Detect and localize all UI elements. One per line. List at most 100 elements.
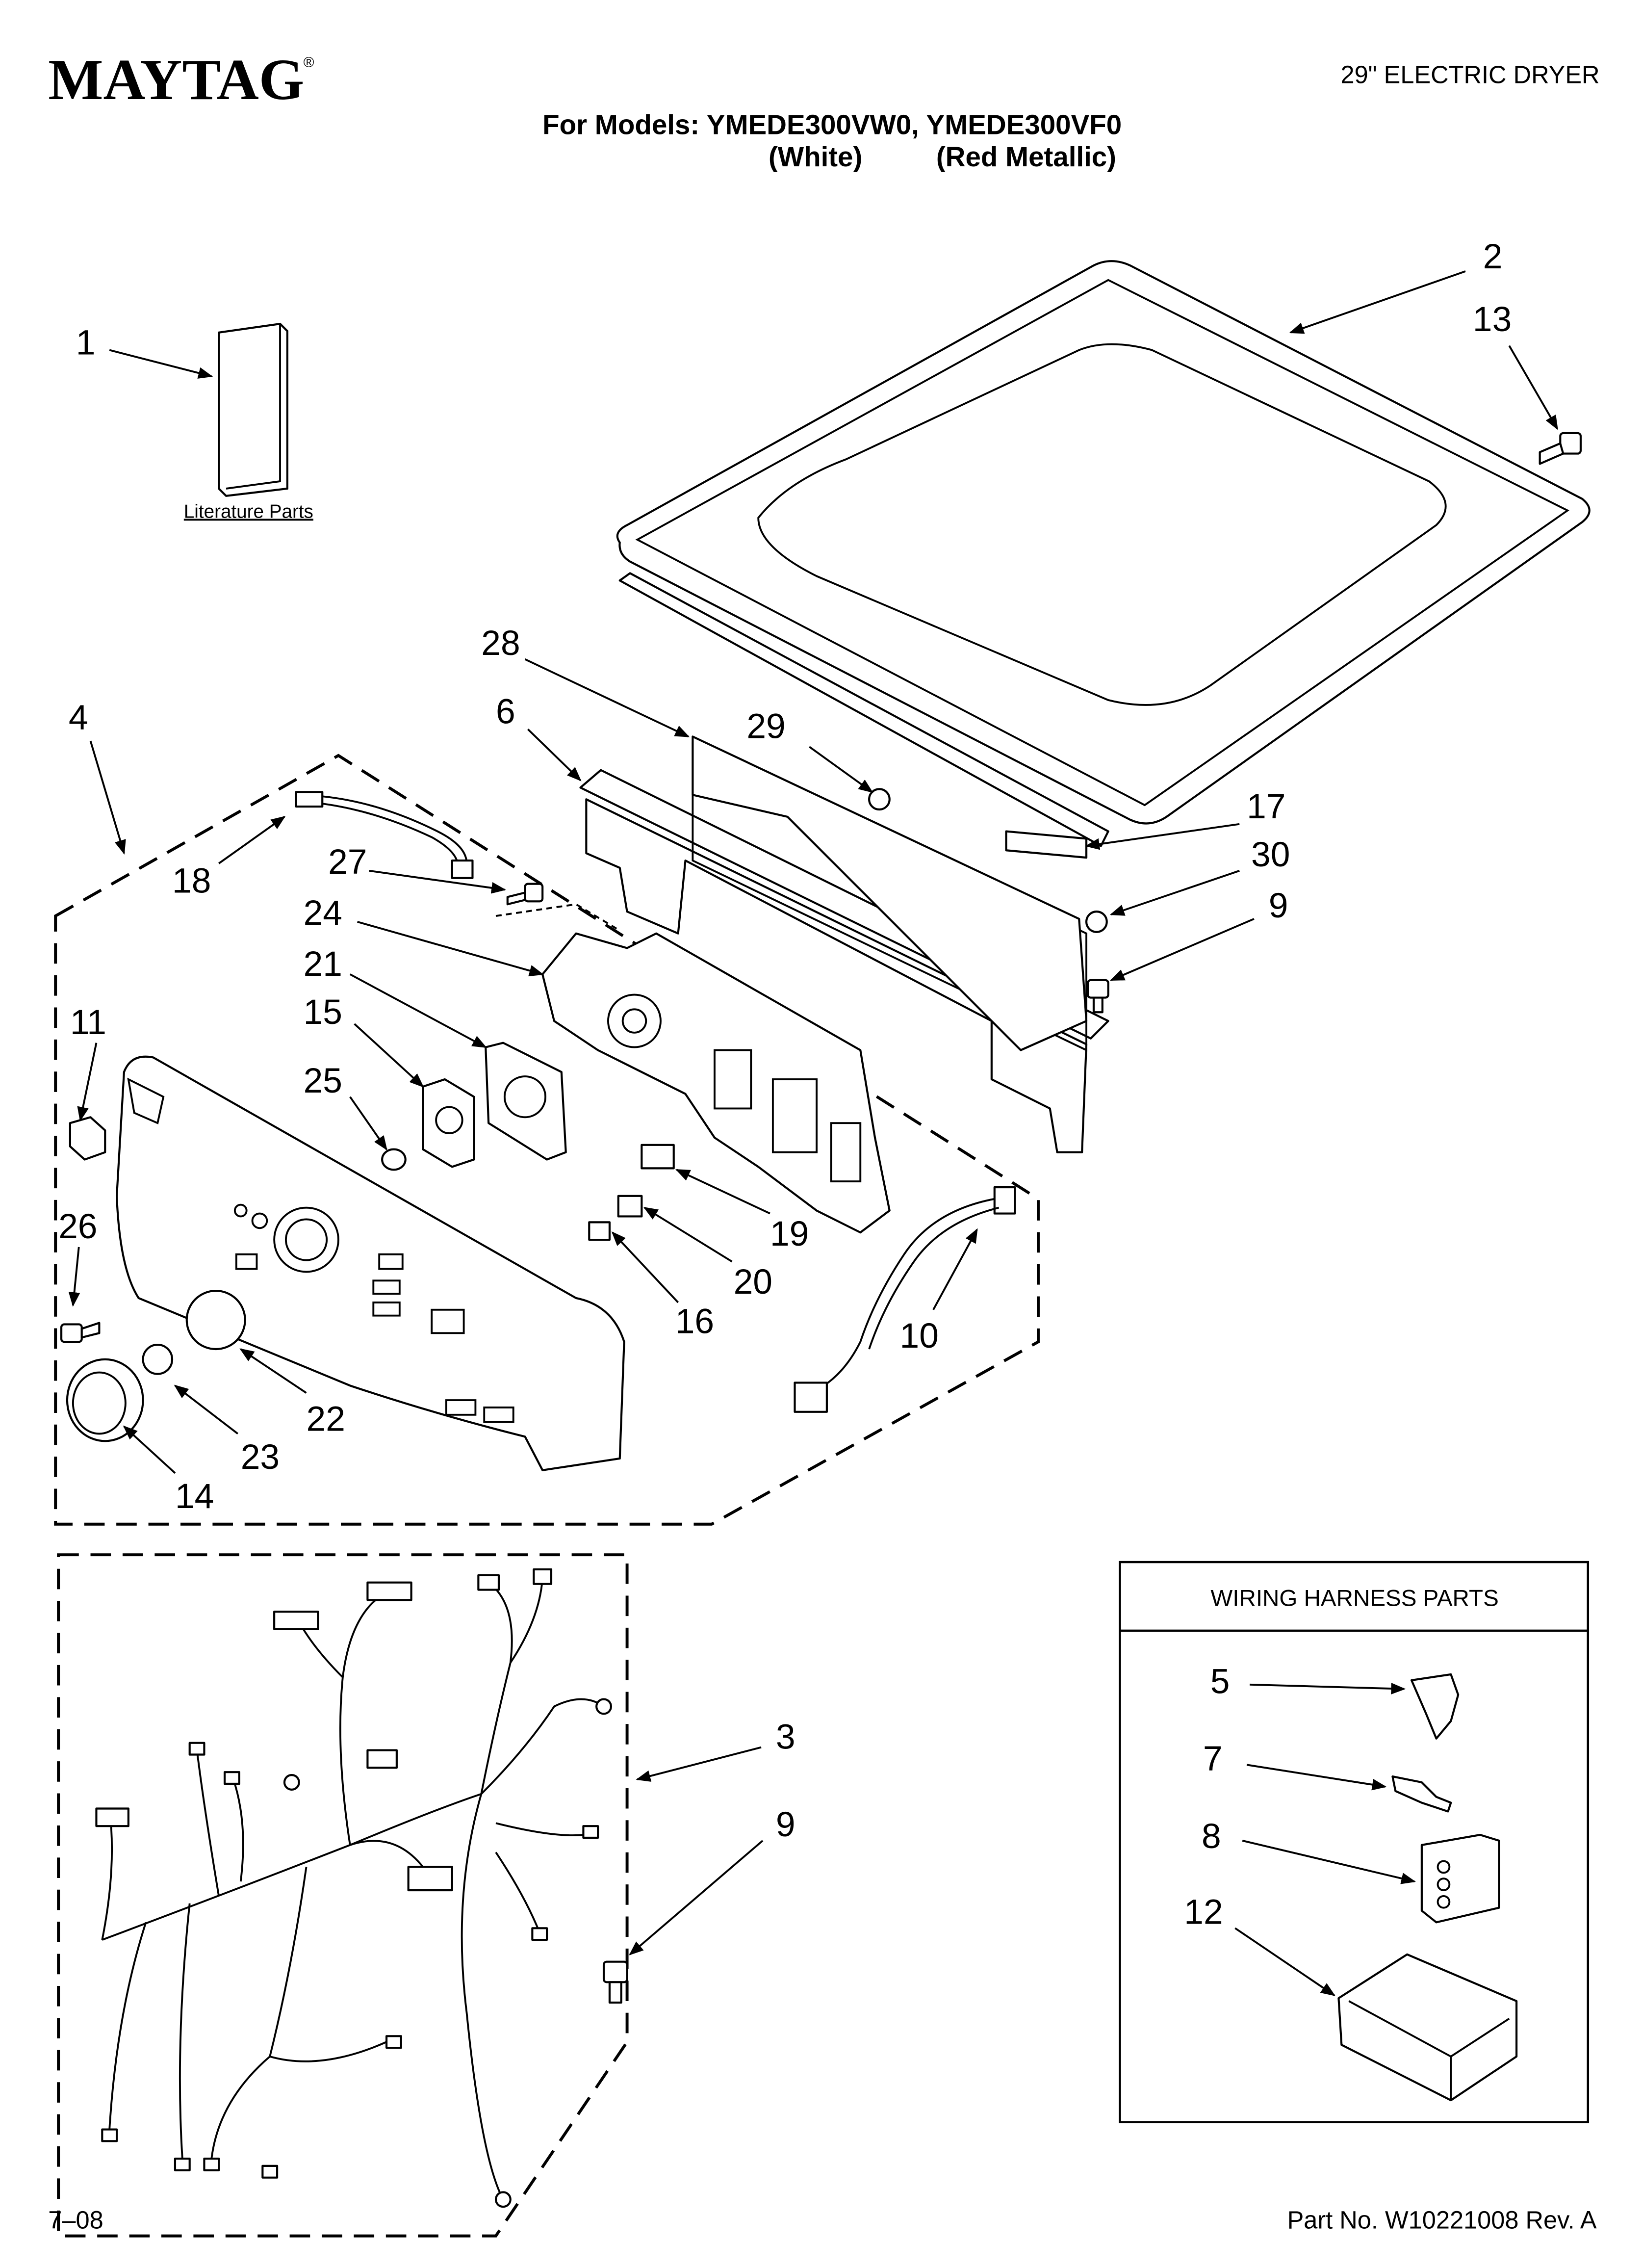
svg-text:29: 29 [746,706,785,746]
svg-text:30: 30 [1251,835,1290,874]
svg-text:6: 6 [496,692,515,731]
screw-26 [60,1322,101,1343]
console-assembly-outline [54,754,1040,1526]
callout-26: 26 [58,1207,97,1307]
svg-text:23: 23 [241,1437,280,1477]
svg-text:17: 17 [1247,787,1285,826]
part-16 [588,1221,611,1241]
callout-11: 11 [70,1003,106,1122]
harness-3-outline [57,1553,629,2238]
brand-logo: MAYTAG [48,47,304,112]
registered-mark: ® [304,54,314,71]
svg-text:21: 21 [304,944,342,984]
callout-27: 27 [328,842,506,894]
screw-9-upper [1086,979,1109,1014]
callout-9-lower: 9 [629,1805,795,1955]
callout-20: 20 [643,1206,772,1302]
button-11 [69,1116,106,1161]
svg-text:13: 13 [1473,300,1512,339]
callout-21: 21 [304,944,487,1048]
callout-4: 4 [69,698,126,855]
svg-text:4: 4 [69,698,88,737]
footer-part-number: Part No. W10221008 Rev. A [1287,2206,1597,2234]
svg-text:14: 14 [175,1477,214,1516]
part-20 [617,1195,643,1218]
screw-13 [1539,432,1582,465]
callout-19: 19 [675,1169,809,1253]
control-panel-front [115,1055,625,1471]
main-wire-harness-3 [95,1568,612,2208]
svg-text:16: 16 [675,1302,714,1341]
knob-ring-22 [185,1290,246,1351]
harness-18 [295,791,474,879]
callout-24: 24 [304,893,544,977]
callout-17: 17 [1085,787,1285,850]
models-line: For Models: YMEDE300VW0, YMEDE300VF0 [542,109,1122,140]
callout-3: 3 [636,1718,795,1782]
svg-text:15: 15 [304,992,342,1032]
svg-text:18: 18 [172,861,211,900]
svg-text:7: 7 [1203,1739,1223,1778]
literature-parts-label: Literature Parts [184,501,313,522]
callout-29: 29 [746,706,873,793]
svg-text:11: 11 [70,1003,106,1042]
encoder-bracket-21 [485,1042,567,1161]
svg-text:3: 3 [776,1718,795,1757]
footer-date: 7–08 [48,2206,103,2234]
clip-29 [868,788,891,811]
trim-strip-17 [1005,830,1088,859]
top-panel [616,260,1591,847]
part-19 [641,1144,675,1170]
callout-30: 30 [1109,835,1290,916]
callout-5: 5 [1210,1662,1406,1701]
callout-28: 28 [481,624,690,738]
callout-12: 12 [1184,1892,1335,1996]
control-board-24 [541,932,891,1234]
svg-text:20: 20 [734,1262,772,1302]
connector-block-12 [1337,1953,1518,2102]
callout-23: 23 [174,1384,280,1477]
screw-27 [495,883,620,932]
connector-8 [1420,1833,1500,1924]
callout-6: 6 [496,692,582,782]
callout-2: 2 [1289,237,1503,334]
callout-1: 1 [76,323,213,379]
terminal-7 [1391,1775,1452,1813]
callout-14: 14 [123,1425,214,1516]
svg-text:8: 8 [1202,1817,1221,1856]
callout-15: 15 [304,992,424,1088]
callout-16: 16 [611,1231,714,1341]
svg-text:9: 9 [1269,886,1288,925]
svg-text:19: 19 [770,1214,809,1253]
literature-booklet [218,322,288,497]
svg-text:5: 5 [1210,1662,1230,1701]
callouts: 1 2 13 28 6 29 4 18 27 24 21 15 25 11 26… [58,237,1559,1996]
callout-10: 10 [900,1228,978,1356]
clip-30 [1085,911,1108,933]
callout-13: 13 [1473,300,1559,430]
model-color-red: (Red Metallic) [936,141,1116,172]
badge-25 [381,1148,407,1171]
wiring-harness-parts-box: WIRING HARNESS PARTS [1119,1561,1590,2123]
encoder-15 [422,1078,475,1168]
wiring-box-title: WIRING HARNESS PARTS [1210,1585,1498,1611]
svg-text:27: 27 [328,842,367,882]
svg-text:22: 22 [307,1400,345,1439]
callout-22: 22 [239,1348,345,1439]
clip-5 [1410,1673,1460,1740]
callout-25: 25 [304,1061,387,1151]
product-title: 29" ELECTRIC DRYER [1340,60,1599,88]
callout-18: 18 [172,816,286,900]
callout-7: 7 [1203,1739,1387,1791]
svg-text:28: 28 [481,624,520,663]
knob-14 [66,1358,144,1442]
knob-insert-23 [142,1344,174,1375]
screw-9-lower [602,1960,628,2004]
svg-text:2: 2 [1483,237,1503,276]
callout-9-upper: 9 [1109,886,1288,981]
harness-10 [794,1186,1016,1413]
svg-text:26: 26 [58,1207,97,1246]
svg-text:24: 24 [304,893,342,933]
svg-text:12: 12 [1184,1892,1223,1931]
